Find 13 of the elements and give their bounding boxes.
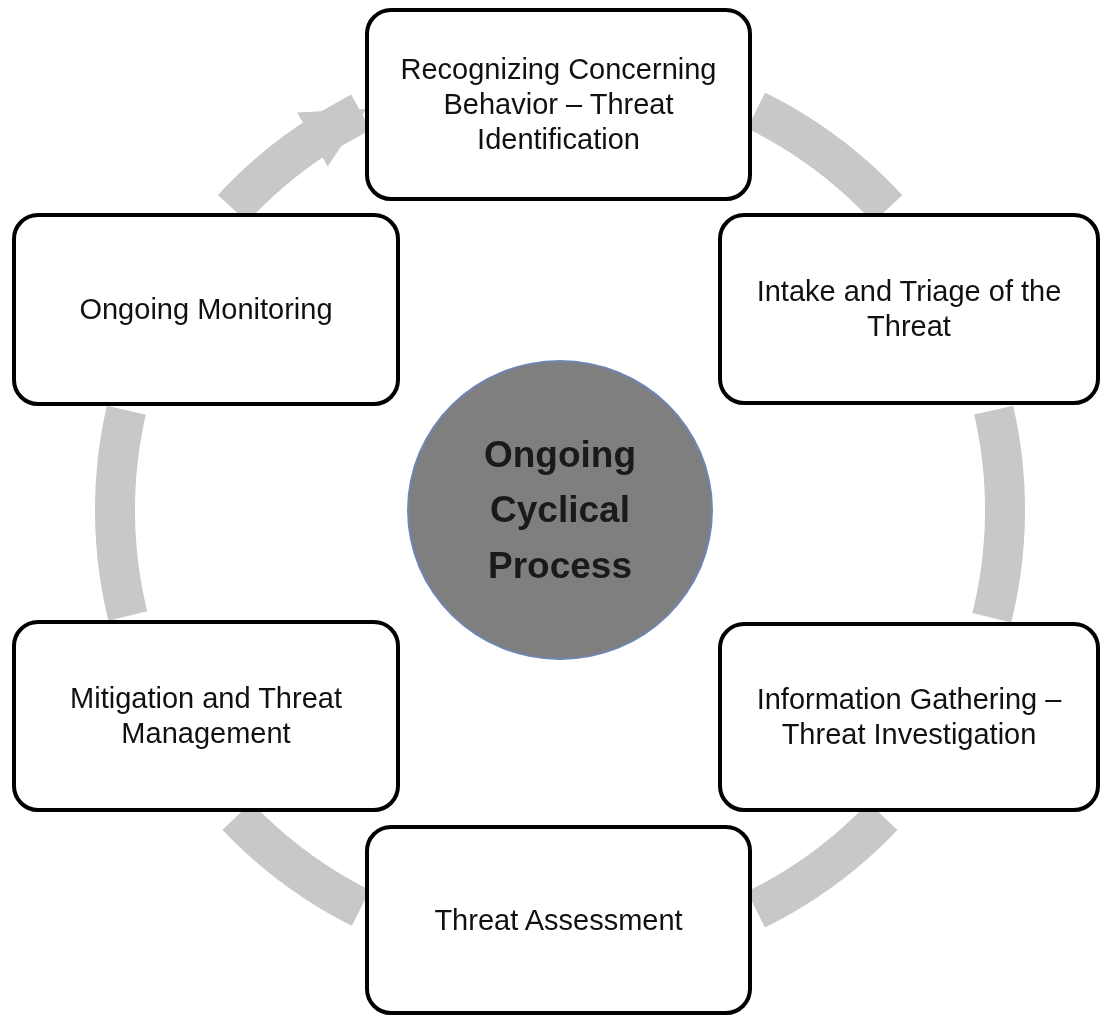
- step-label: Intake and Triage of the Threat: [755, 274, 1063, 344]
- step-label: Information Gathering – Threat Investigation: [755, 682, 1063, 752]
- process-box: [365, 8, 752, 201]
- step-label: Ongoing Monitoring: [79, 292, 333, 327]
- step-label: Recognizing Concerning Behavior – Threat Identification: [399, 52, 718, 157]
- process-box: [718, 622, 1100, 812]
- step-label: Threat Assessment: [434, 902, 683, 938]
- process-box: [365, 825, 752, 1015]
- process-box: [12, 620, 400, 812]
- process-box: [718, 213, 1100, 405]
- step-label: Mitigation and Threat Management: [69, 681, 343, 751]
- step-label: Ongoing Cyclical Process: [482, 432, 638, 588]
- process-box: [12, 213, 400, 406]
